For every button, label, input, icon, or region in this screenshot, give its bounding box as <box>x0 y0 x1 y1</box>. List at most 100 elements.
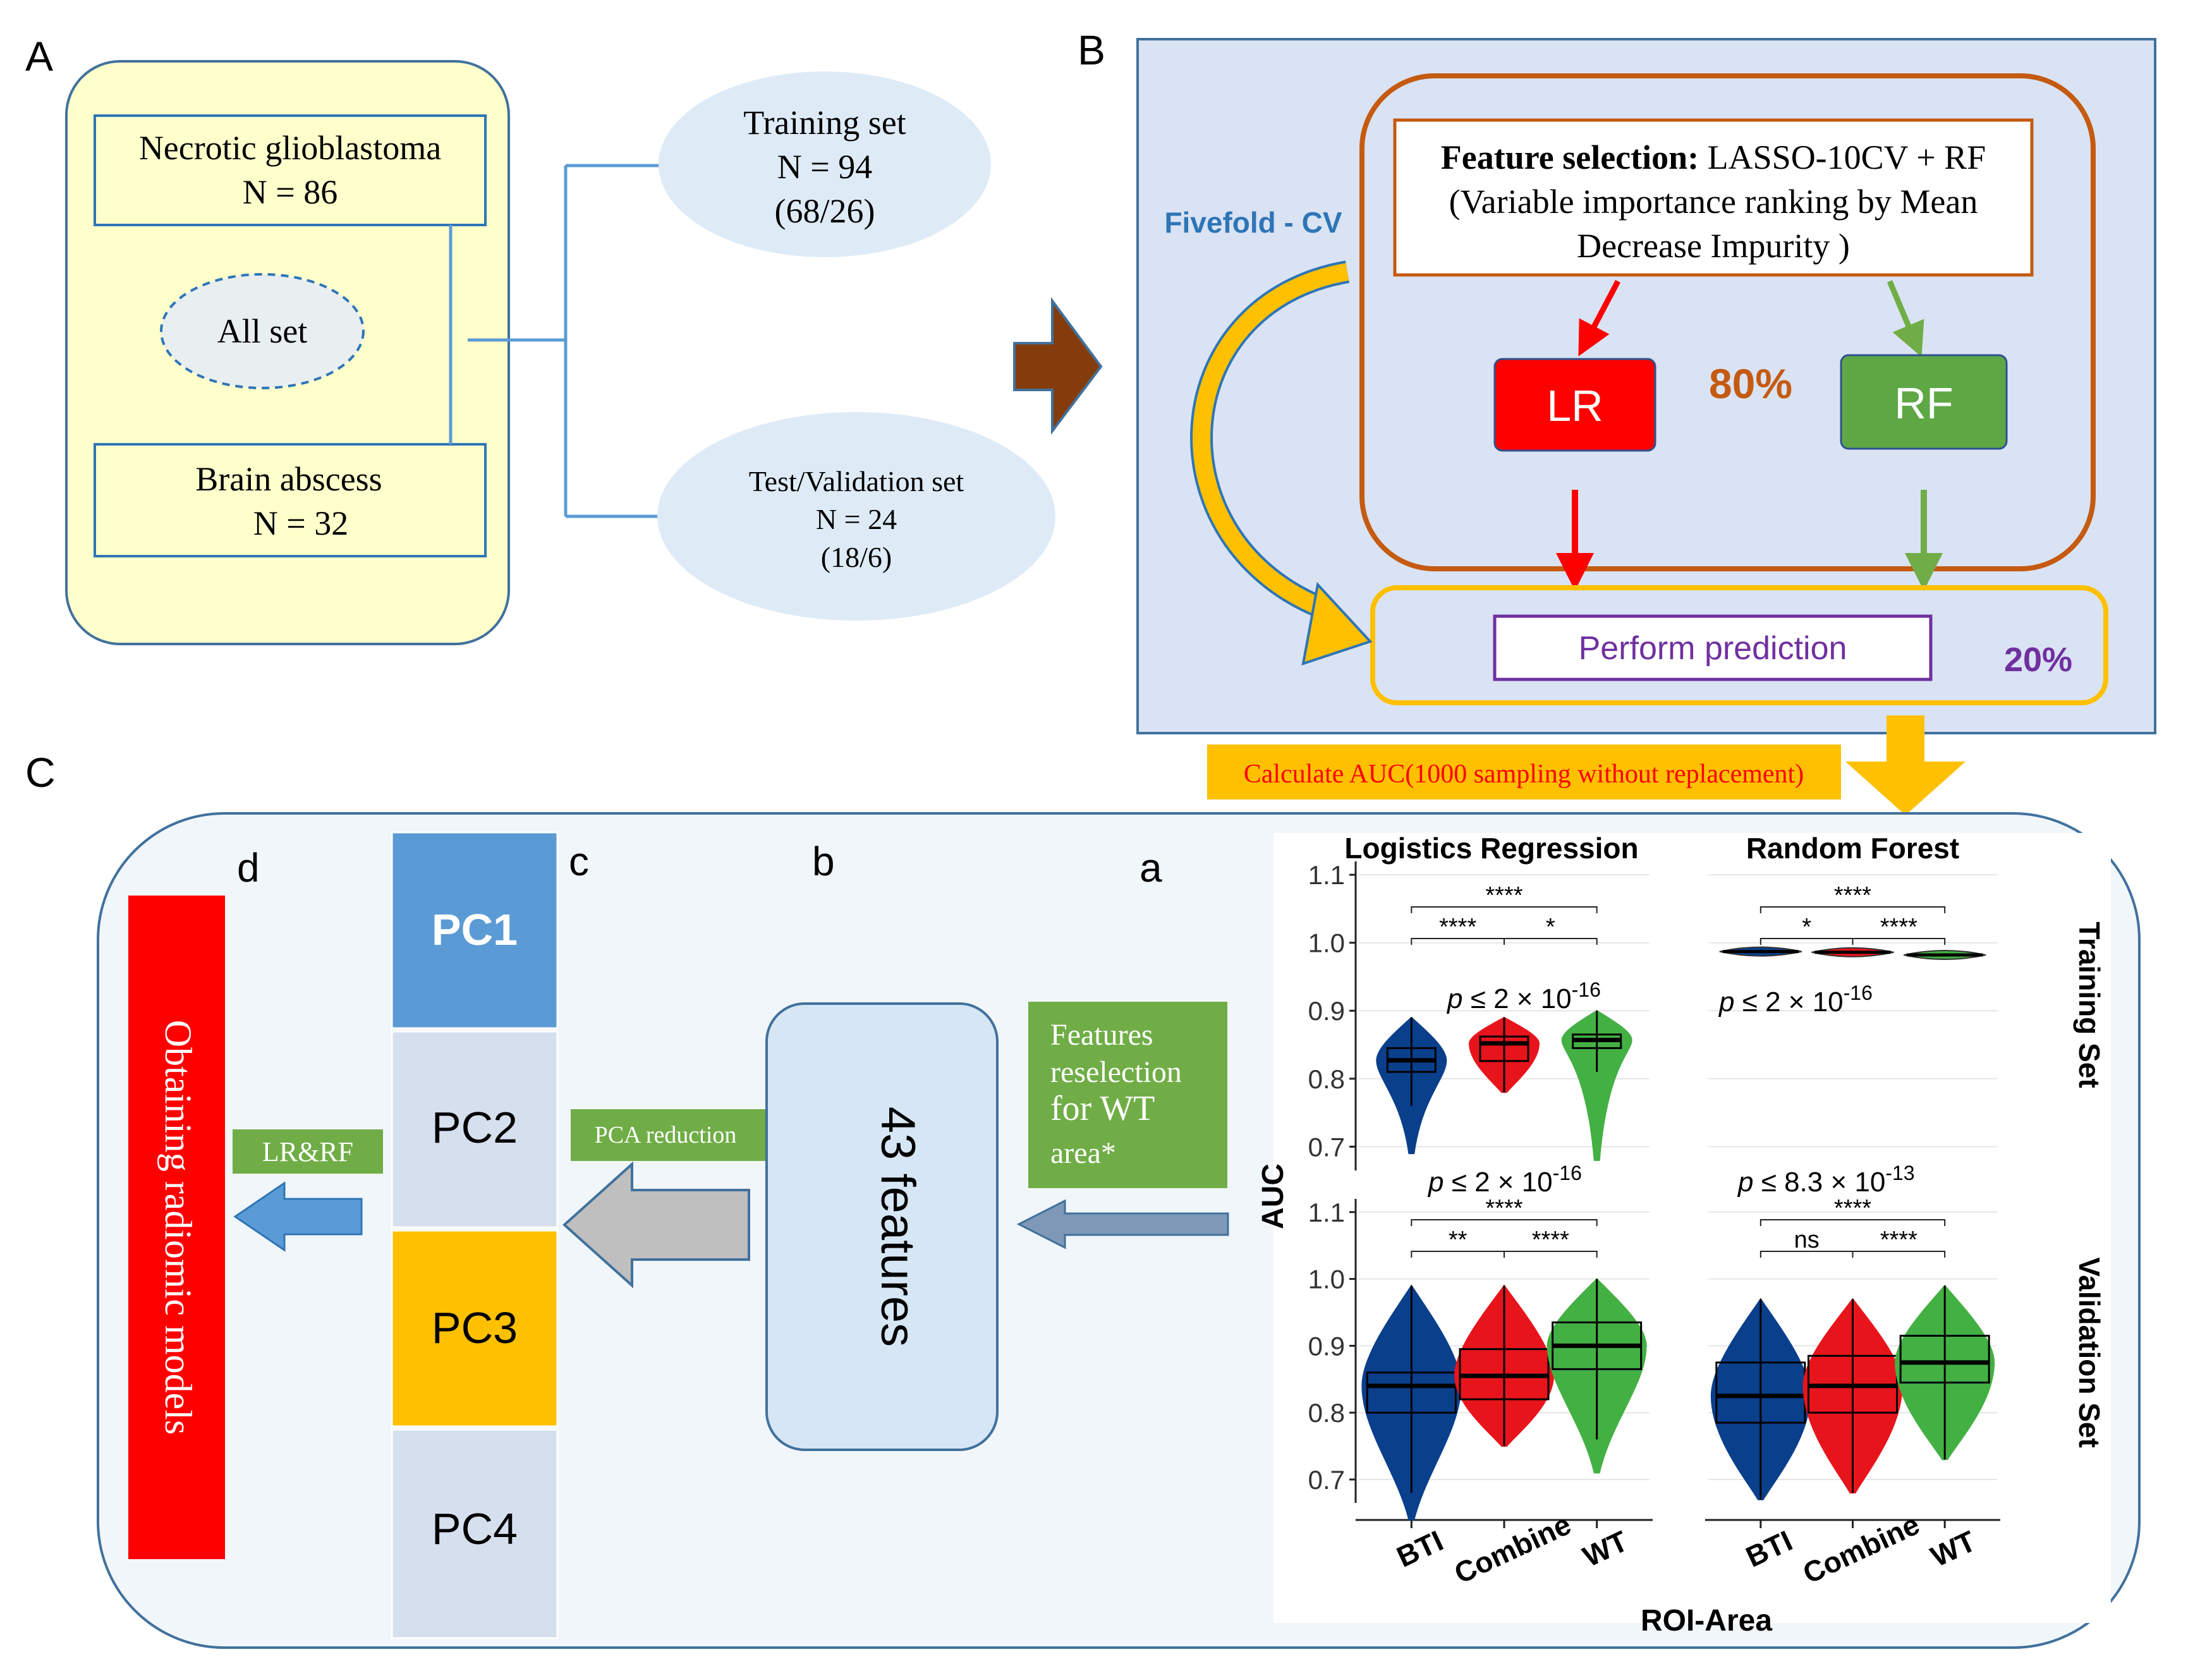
feature-selection-box <box>1393 118 2034 277</box>
significance-label: **** <box>1880 914 1917 940</box>
pct-80-label: 80% <box>1709 360 1792 407</box>
lr-rf-label: LR&RF <box>262 1136 353 1167</box>
pc3-label: PC3 <box>432 1303 518 1352</box>
y-tick-label: 1.0 <box>1308 928 1345 958</box>
facet-row-label: Validation Set <box>2073 1257 2106 1448</box>
necrotic-glioblastoma-box <box>94 114 487 226</box>
facet-title: Logistics Regression <box>1344 832 1638 865</box>
y-tick-label: 0.9 <box>1308 996 1345 1026</box>
pca-reduction-label: PCA reduction <box>595 1122 737 1148</box>
panel-label-A: A <box>25 33 53 80</box>
split-bracket <box>468 164 660 518</box>
auc-violin-chart: Logistics Regression Random ForestTrainin… <box>1256 832 2106 1638</box>
lr-model-label: LR <box>1547 381 1603 430</box>
y-tick-label: 1.1 <box>1308 860 1345 890</box>
radiomic-models-label: Obtaining radiomic models <box>157 1020 199 1435</box>
rf-model-label: RF <box>1894 379 1953 428</box>
significance-bracket <box>1504 938 1598 945</box>
all-set-ellipse <box>160 273 365 389</box>
perform-prediction-box <box>1493 614 1933 681</box>
rf-model-box <box>1840 354 2008 450</box>
p-value-label: p ≤ 2 × 10-16 <box>1446 978 1601 1014</box>
y-axis-label: AUC <box>1256 1164 1290 1229</box>
significance-bracket <box>1411 1219 1598 1226</box>
panel-label-d-lower: d <box>237 845 260 890</box>
y-tick-label: 0.9 <box>1308 1331 1345 1361</box>
panel-label-C: C <box>25 749 56 796</box>
features-reselection-line1: Features <box>1050 1018 1153 1052</box>
features-43-box <box>765 1002 999 1451</box>
fivefold-cv-label: Fivefold - CV <box>1164 206 1342 239</box>
reselection-arrow-icon <box>1016 1199 1229 1249</box>
panel-label-B: B <box>1078 27 1105 73</box>
panel-label-b-lower: b <box>812 839 835 884</box>
y-tick-label: 0.7 <box>1308 1465 1345 1495</box>
panel-label-a-lower: a <box>1139 845 1162 890</box>
significance-label: **** <box>1834 1195 1871 1222</box>
pc1-label: PC1 <box>432 905 518 954</box>
feature-selection-line3: Decrease Impurity ) <box>1577 227 1850 265</box>
x-axis-label: ROI-Area <box>1641 1604 1772 1638</box>
panel-label-c-lower: c <box>569 839 589 884</box>
features-reselection-line3: for WT <box>1050 1089 1155 1128</box>
facet-title: Random Forest <box>1746 832 1959 865</box>
significance-label: **** <box>1485 882 1522 909</box>
iqr-box <box>1899 1335 1990 1384</box>
significance-label: **** <box>1880 1227 1917 1253</box>
fivefold-cv-arrow <box>1193 263 1349 619</box>
brain-abscess-label: Brain abscess <box>195 460 382 498</box>
test-set-ellipse <box>657 412 1055 621</box>
features-reselection-line2: reselection <box>1050 1055 1182 1089</box>
chart-background <box>1273 833 2111 1623</box>
significance-bracket <box>1504 1251 1598 1258</box>
y-tick-label: 1.0 <box>1308 1265 1345 1294</box>
test-set-label: Test/Validation set <box>749 465 964 497</box>
y-tick-label: 0.8 <box>1308 1398 1345 1428</box>
y-tick-label: 0.8 <box>1308 1064 1345 1094</box>
pca-reduction-box <box>571 1109 767 1161</box>
features-reselection-box <box>1028 1002 1227 1188</box>
significance-label: **** <box>1485 1195 1522 1222</box>
lr-rf-box <box>233 1129 383 1174</box>
training-set-ellipse <box>659 71 991 257</box>
significance-bracket <box>1411 906 1598 913</box>
pca-arrow-icon <box>562 1161 750 1289</box>
down-arrow-icon <box>1845 715 1966 815</box>
pc4-label: PC4 <box>432 1504 518 1553</box>
training-set-count: N = 94 <box>777 148 872 186</box>
training-set-ratio: (68/26) <box>775 192 875 230</box>
pct-20-label: 20% <box>2004 641 2072 679</box>
facet-row-label: Training Set <box>2073 921 2106 1088</box>
iqr-box <box>1366 1371 1457 1414</box>
pc2-block <box>391 1030 559 1229</box>
necrotic-glioblastoma-count: N = 86 <box>243 173 337 211</box>
p-value-label: p ≤ 2 × 10-16 <box>1718 981 1873 1018</box>
iqr-box <box>1479 1035 1529 1062</box>
perform-prediction-label: Perform prediction <box>1579 630 1847 667</box>
significance-bracket <box>1759 1219 1946 1226</box>
radiomic-models-box <box>128 896 225 1559</box>
lr-model-box <box>1493 358 1656 452</box>
brain-abscess-count: N = 32 <box>253 504 348 542</box>
significance-label: ** <box>1449 1227 1468 1253</box>
test-set-count: N = 24 <box>816 503 897 535</box>
necrotic-glioblastoma-label: Necrotic glioblastoma <box>139 129 441 167</box>
all-set-label: All set <box>217 312 308 350</box>
test-set-ratio: (18/6) <box>821 541 892 573</box>
significance-bracket <box>1759 906 1946 913</box>
arrow-to-lr <box>1578 279 1620 356</box>
calculate-auc-box <box>1207 744 1841 799</box>
pc3-block <box>391 1229 559 1428</box>
calculate-auc-label: Calculate AUC(1000 sampling without repl… <box>1244 760 1804 789</box>
significance-label: **** <box>1834 882 1871 909</box>
p-value-label: p ≤ 2 × 10-16 <box>1427 1162 1582 1198</box>
training-loop-box <box>1359 73 2096 571</box>
pc4-block <box>391 1428 559 1639</box>
significance-bracket <box>1852 1251 1946 1258</box>
features-reselection-line4: area* <box>1050 1136 1116 1170</box>
y-tick-label: 1.1 <box>1308 1198 1345 1227</box>
p-value-label: p ≤ 8.3 × 10-13 <box>1737 1162 1915 1198</box>
significance-label: **** <box>1532 1227 1569 1253</box>
